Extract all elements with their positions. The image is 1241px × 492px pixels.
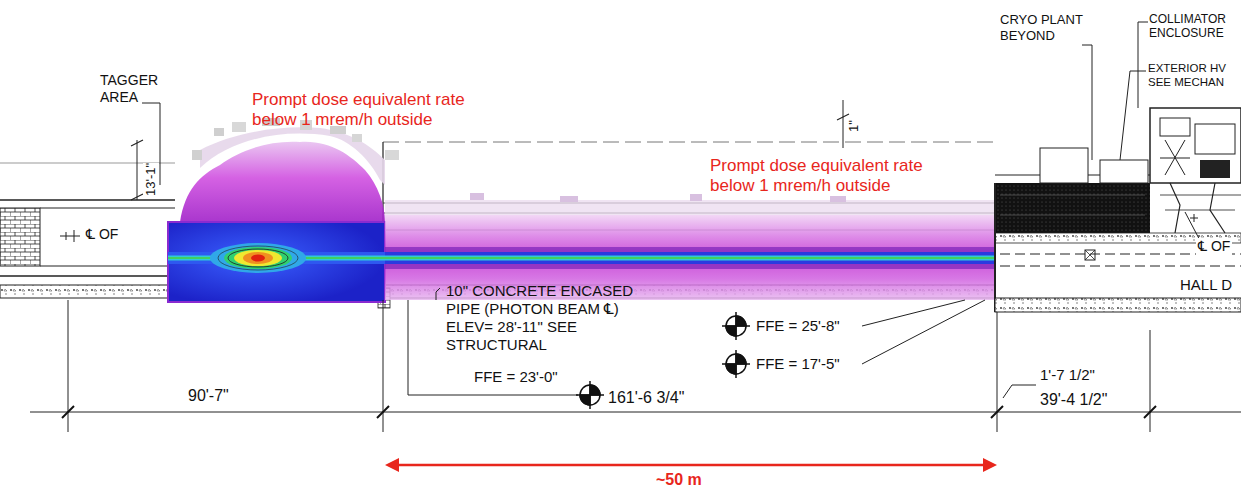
dose-note: Prompt dose equivalent rate below 1 mrem… <box>710 156 965 197</box>
area-label: COLLIMATOR ENCLOSURE <box>1149 12 1239 41</box>
dose-note: Prompt dose equivalent rate below 1 mrem… <box>252 90 507 131</box>
dimension-label: 1" <box>846 120 862 132</box>
area-label: TAGGER AREA <box>100 72 172 106</box>
floor-elevation: FFE = 23'-0" <box>474 368 558 386</box>
centerline-label: ℄ OF <box>84 226 120 243</box>
pipe-note: 10" CONCRETE ENCASED PIPE (PHOTON BEAM ℄… <box>446 282 664 354</box>
centerline-label: ℄ OF <box>1196 238 1232 255</box>
dimension-label: 90'-7" <box>188 386 229 405</box>
floor-elevation: FFE = 17'-5" <box>756 355 840 373</box>
dimension-label: 1'-7 1/2" <box>1040 366 1095 384</box>
dimension-label: 13'-1" <box>143 163 159 196</box>
floor-elevation: FFE = 25'-8" <box>756 317 840 335</box>
dimension-label: 39'-4 1/2" <box>1040 390 1107 409</box>
area-label: CRYO PLANT BEYOND <box>1000 12 1100 43</box>
area-label: HALL D <box>1178 276 1234 294</box>
span-label: ~50 m <box>656 470 702 489</box>
note-label: EXTERIOR HV SEE MECHAN <box>1148 62 1239 90</box>
dimension-label: 161'-6 3/4" <box>606 388 686 407</box>
